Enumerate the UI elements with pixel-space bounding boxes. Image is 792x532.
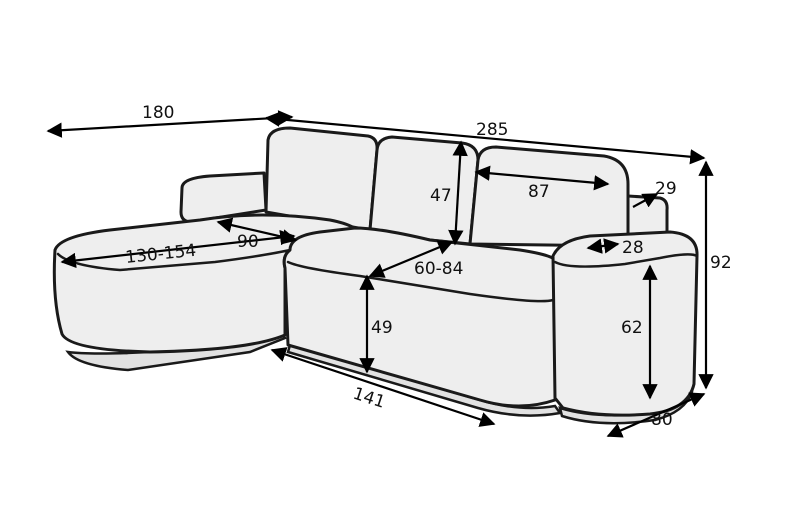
dim-label-seat-depth: 60-84 <box>414 259 463 279</box>
right-arm-top <box>553 253 699 268</box>
backrest-cushion-middle <box>368 135 480 246</box>
right-arm <box>551 230 699 417</box>
dim-label-total-width: 285 <box>476 120 508 140</box>
dim-label-arm-width: 28 <box>622 238 644 258</box>
dim-line-chaise-depth <box>216 217 298 245</box>
dim-label-total-height: 92 <box>710 253 732 273</box>
dim-label-total-depth: 80 <box>651 410 673 430</box>
dim-label-front-width: 141 <box>350 384 387 413</box>
dim-line-backrest-height <box>448 140 468 246</box>
dim-line-total-depth <box>606 392 706 438</box>
dim-line-arm-small <box>632 193 659 208</box>
dim-line-total-width <box>264 111 706 165</box>
seat-front-edge <box>286 260 555 303</box>
dim-line-cushion-width <box>474 165 610 191</box>
dim-label-arm-height: 62 <box>621 318 643 338</box>
dim-line-seat-depth <box>368 240 454 278</box>
dim-line-front-width <box>270 347 496 427</box>
dim-label-seat-height: 49 <box>371 318 393 338</box>
dim-label-arm-small: 29 <box>655 179 677 199</box>
dim-label-backrest-height: 47 <box>430 186 452 206</box>
dim-label-left-width: 180 <box>142 103 174 123</box>
dim-line-arm-width <box>586 238 620 254</box>
dim-line-left-width <box>46 110 294 138</box>
dim-label-chaise-depth: 90 <box>237 232 259 252</box>
dim-label-cushion-width: 87 <box>528 182 550 202</box>
